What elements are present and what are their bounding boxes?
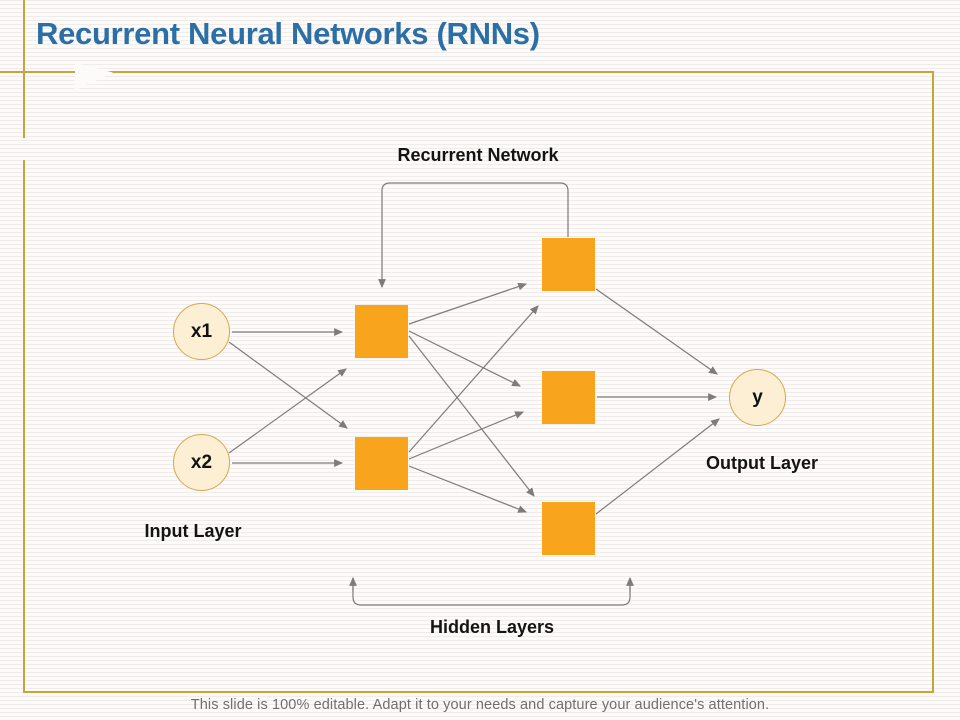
arrow-h1-2-to-h2-3: [408, 465, 528, 513]
white-notch: [75, 63, 113, 90]
recurrent-loop-arrow: [378, 182, 569, 289]
input-node-x1: x1: [173, 303, 230, 360]
arrow-h1-1-to-h2-1: [408, 282, 528, 325]
input-layer-label: Input Layer: [144, 521, 242, 541]
hidden-node-l1-2: [355, 437, 408, 490]
hidden-node-l1-1: [355, 305, 408, 358]
right-border-line: [932, 71, 934, 693]
arrow-x2-to-h1-1: [228, 368, 347, 454]
hidden-node-l2-1: [542, 238, 595, 291]
hidden-layers-label: Hidden Layers: [429, 617, 555, 637]
hidden-node-l2-3: [542, 502, 595, 555]
hidden-layers-bracket: [352, 578, 631, 606]
left-border-line-upper: [23, 0, 25, 138]
hidden-node-l2-2: [542, 371, 595, 424]
top-border-line: [0, 71, 934, 73]
arrow-x1-to-h1-2: [228, 341, 348, 429]
bottom-border-line: [23, 691, 934, 693]
input-node-x2: x2: [173, 434, 230, 491]
footer-text: This slide is 100% editable. Adapt it to…: [190, 697, 770, 713]
output-node-y: y: [729, 369, 786, 426]
arrow-h1-2-to-h2-2: [408, 411, 525, 460]
arrow-h1-1-to-h2-3: [408, 335, 535, 497]
recurrent-network-label: Recurrent Network: [397, 145, 559, 165]
left-border-line-lower: [23, 160, 25, 693]
output-layer-label: Output Layer: [705, 453, 819, 473]
arrow-h2-3-to-y: [595, 418, 720, 515]
arrow-h1-2-to-h2-1: [408, 305, 539, 453]
page-title: Recurrent Neural Networks (RNNs): [36, 16, 540, 51]
arrow-h1-1-to-h2-2: [408, 330, 522, 387]
arrow-h2-1-to-y: [595, 288, 718, 375]
